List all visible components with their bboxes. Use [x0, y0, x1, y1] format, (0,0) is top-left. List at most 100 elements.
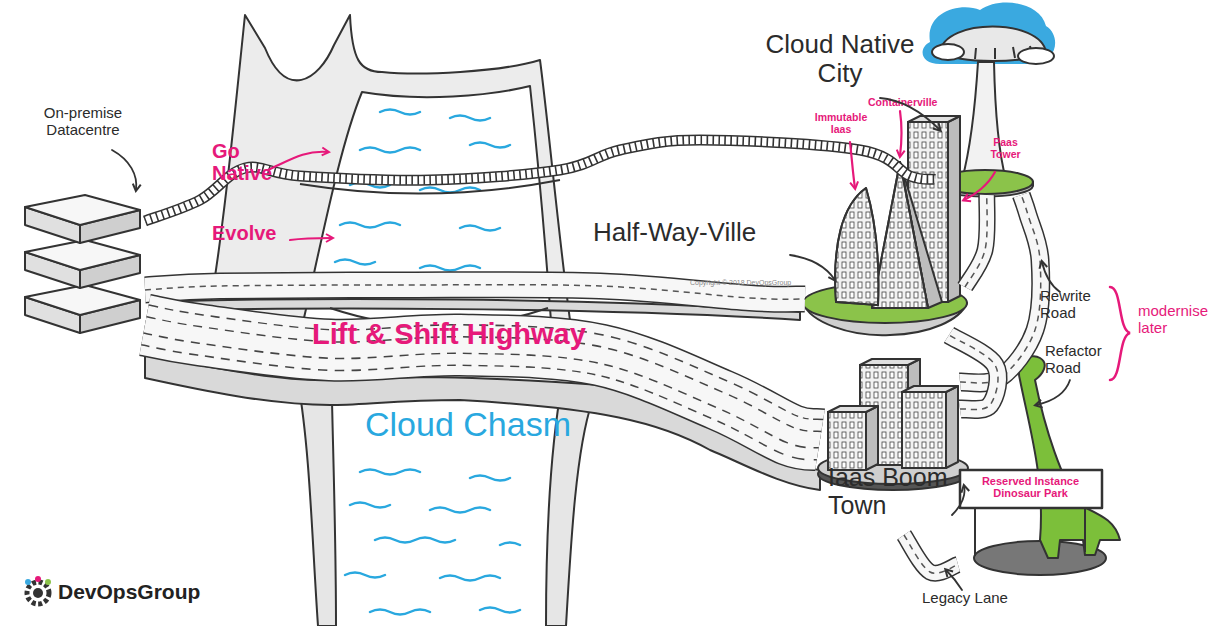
lower-chasm: [298, 382, 592, 626]
logo-icon-part: [27, 582, 49, 604]
dark-leader: [112, 98, 1070, 590]
dark-leader-part: [946, 570, 962, 590]
region-label: Cloud Chasm: [365, 405, 571, 443]
building-label: Containerville: [868, 97, 937, 109]
road-connector-part: [949, 335, 998, 409]
chasm-waves-part: [360, 470, 510, 481]
edge-label: Evolve: [212, 222, 276, 244]
building-label: Immutable Iaas: [808, 112, 874, 136]
building-label: Paas Tower: [983, 137, 1028, 161]
railway-connector-part: [145, 140, 935, 221]
road-connector-part: [965, 195, 987, 287]
mushroom-tower-part: [932, 44, 964, 60]
datacentre-stack-part: [25, 195, 140, 225]
edge-label: Refactor Road: [1045, 343, 1117, 377]
curly-bracket: [1110, 287, 1130, 380]
road-connector: [965, 195, 987, 287]
node-heading: Cloud Native City: [750, 30, 930, 88]
road-connector-part: [145, 285, 805, 300]
copyright-note: Copyright © 2018 DevOpsGroup: [690, 279, 791, 287]
logo-icon-part: [33, 588, 43, 598]
boom-town-part: [902, 392, 946, 468]
dinosaur-park-part: [1019, 356, 1120, 558]
datacentre-node: On-premise Datacentre: [20, 105, 145, 337]
dark-leader-part: [1036, 380, 1070, 405]
chasm-waves-part: [350, 503, 490, 513]
water-waves-part: [360, 143, 510, 153]
water-waves-part: [340, 223, 500, 231]
dinosaur-park-part: [975, 508, 1085, 556]
road-connector-part: [145, 285, 805, 300]
halfway-island-part: [835, 188, 878, 305]
sign-text: Reserved Instance Dinosaur Park: [962, 475, 1099, 500]
road-connector-part: [145, 285, 805, 300]
bridge-decks: [145, 180, 820, 490]
road-connector: [904, 535, 958, 573]
datacentre-stack-part: [25, 285, 140, 315]
boom-town-part: [866, 406, 878, 470]
logo-icon-part: [35, 576, 41, 582]
mushroom-tower-part: [923, 3, 1056, 64]
lower-chasm-part: [298, 382, 336, 626]
boom-town-node: Iaas Boom Town: [820, 355, 960, 535]
halfway-island-part: [835, 188, 878, 305]
road-connector-part: [965, 195, 987, 287]
road-connector-part: [949, 335, 998, 409]
road-connector-part: [965, 195, 987, 287]
logo-icon-part: [25, 579, 31, 585]
road-connector-part: [949, 335, 998, 409]
datacentre-stack-part: [25, 240, 140, 270]
dark-leader-part: [112, 150, 136, 190]
logo-icon-part: [45, 579, 51, 585]
edge-label: Rewrite Road: [1040, 288, 1112, 322]
halfway-island-part: [948, 116, 960, 302]
edge-label: Go Native: [212, 140, 287, 185]
edge-label: Lift & Shift Highway: [312, 318, 586, 350]
railway-connector-part: [145, 140, 935, 221]
cloud-native-node: Cloud Native City: [935, 0, 1050, 195]
node-heading: Half-Way-Ville: [593, 218, 756, 247]
mushroom-tower-part: [1018, 48, 1054, 64]
chasm-waves-part: [370, 608, 520, 615]
mushroom-tower-part: [962, 62, 1006, 180]
road-connector: [145, 285, 805, 300]
chasm-waves: [345, 470, 520, 615]
railway-connector-part: [145, 140, 935, 221]
road-connector-part: [904, 535, 958, 573]
railway-connector: [145, 140, 935, 221]
bracket-note: modernise later: [1138, 303, 1218, 337]
pink-leader-part: [900, 111, 902, 156]
road-connector-part: [904, 535, 958, 573]
node-heading: On-premise Datacentre: [28, 105, 138, 139]
pink-leader-part: [850, 142, 855, 188]
chasm-waves-part: [345, 573, 500, 581]
dark-leader-part: [790, 255, 835, 280]
water-waves-part: [335, 260, 480, 271]
edge-label: Legacy Lane: [922, 590, 1008, 607]
pink-leader-part: [290, 238, 332, 240]
railway-connector-part: [145, 140, 935, 221]
datacentre-stack: [25, 195, 140, 333]
pink-leader-part: [268, 152, 328, 170]
road-connector-part: [949, 335, 998, 409]
dinosaur-park-node: Reserved Instance Dinosaur Park: [958, 470, 1103, 575]
boom-town-part: [828, 412, 866, 470]
dinosaur-park-part: [960, 470, 1102, 508]
road-connector-part: [965, 195, 987, 287]
road-connector: [949, 335, 998, 409]
pink-leader-part: [964, 172, 995, 200]
boom-town-part: [946, 386, 958, 468]
logo-text: DevOpsGroup: [58, 580, 200, 604]
dark-leader-part: [952, 486, 965, 515]
road-connector-part: [904, 535, 958, 573]
boom-town-part: [828, 412, 866, 470]
boom-town-part: [902, 392, 946, 468]
road-connector-part: [145, 285, 805, 300]
road-connector-part: [904, 535, 958, 573]
halfway-node: Half-Way-VilleContainervilleImmutable Ia…: [805, 95, 965, 335]
chasm-waves-part: [375, 538, 520, 546]
water-waves-part: [380, 110, 490, 121]
logo-icon: [25, 576, 51, 604]
